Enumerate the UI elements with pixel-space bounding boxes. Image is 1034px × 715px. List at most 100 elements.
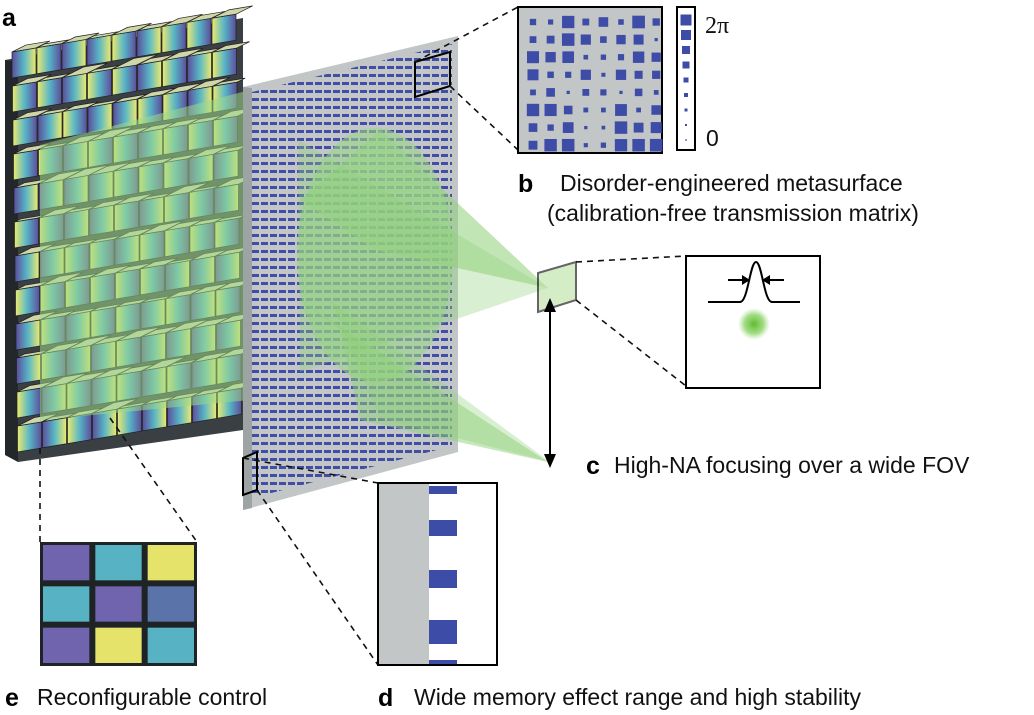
focal-spot: [738, 308, 770, 340]
nanopillar: [580, 34, 591, 45]
slm-pixel-face: [14, 217, 39, 249]
nanopillar: [600, 89, 607, 96]
nanopillar: [527, 69, 539, 81]
nanopillar: [634, 70, 643, 79]
nanopillar: [429, 486, 457, 494]
nanopillar: [615, 104, 627, 116]
nanopillar: [616, 34, 626, 45]
phase-scale-mark: [685, 139, 687, 141]
nanopillar: [529, 18, 537, 26]
nanopillar: [600, 54, 607, 60]
slm-pixel-face: [11, 47, 37, 79]
fwhm-arrows: [728, 275, 784, 285]
nanopillar: [614, 121, 628, 134]
slm-pixel-face: [112, 64, 137, 96]
nanopillar: [583, 54, 589, 60]
slm-pixel-face: [61, 39, 87, 70]
focusing-cones: [297, 128, 550, 462]
nanopillar: [544, 103, 557, 117]
nanopillar: [632, 15, 645, 29]
slm-pixel-face: [136, 26, 162, 58]
nanopillar: [429, 660, 457, 664]
slm-zoom-pixel: [95, 627, 142, 663]
slm-pixel-face: [42, 417, 67, 449]
field-of-view-arrow: [544, 298, 556, 468]
slm-pixel-face: [87, 68, 112, 100]
focal-spot-box: [537, 260, 577, 314]
slm-pixel-face: [37, 111, 63, 143]
focusing-cone-lower: [300, 300, 548, 462]
slm-pixel-face: [12, 115, 38, 147]
slm-pixel-face: [15, 285, 40, 317]
panel-letter-b: b: [518, 170, 533, 198]
nanopillar: [529, 36, 537, 43]
nanopillar: [562, 15, 575, 29]
nanopillar: [429, 570, 457, 588]
nanopillar: [617, 54, 625, 61]
slm-pixel-face: [212, 47, 237, 79]
slm-pixel-face: [17, 421, 42, 453]
nanopillar: [548, 19, 554, 25]
slm-pixel-face: [62, 73, 87, 104]
nanopillar: [545, 52, 556, 63]
slm-pixel-grid: [43, 545, 194, 663]
slm-pixel-face: [111, 30, 137, 62]
nanopillar: [546, 35, 555, 44]
nanopillar: [633, 122, 644, 133]
slm-zoom-pixel: [95, 586, 142, 622]
panel-b-caption-line2: (calibration-free transmission matrix): [547, 200, 919, 226]
slm-zoom-pixel: [147, 545, 194, 581]
nanopillar: [561, 33, 575, 46]
nanopillar: [634, 88, 643, 97]
slm-pixel-face: [15, 319, 41, 351]
nanopillar: [601, 107, 606, 113]
metasurface-glass-edge: [243, 87, 252, 510]
substrate-strip: [379, 484, 429, 664]
slm-zoom-pixel: [43, 545, 90, 581]
panel-letter-d: d: [378, 684, 393, 712]
nanopillar: [566, 90, 570, 95]
phase-scale-mark: [682, 46, 690, 54]
nanopillar: [583, 107, 589, 113]
nanopillar: [651, 52, 661, 62]
nanopillar: [528, 140, 538, 150]
nanopillar-grid: [526, 15, 663, 152]
incident-beam: [40, 90, 250, 420]
panel-d-caption: Wide memory effect range and high stabil…: [414, 684, 862, 710]
nanopillar: [636, 107, 641, 113]
nanopillar: [547, 124, 554, 131]
panel-letter-c: c: [586, 452, 600, 480]
phase-scale-mark: [684, 93, 688, 97]
slm-pixel-face: [13, 183, 39, 215]
nanopillar: [651, 105, 661, 115]
phase-scale-mark: [682, 61, 690, 69]
nanopillar: [582, 88, 590, 96]
nanopillar: [562, 51, 575, 64]
focus-profile-curve: [708, 260, 800, 303]
nanopillar: [601, 72, 606, 77]
slm-pixel-face: [12, 81, 37, 113]
nanopillar-cross-section: [429, 486, 457, 664]
memory-effect-inset: [377, 482, 498, 666]
focus-zoom-inset: [685, 255, 821, 389]
nanopillar: [601, 125, 606, 130]
nanopillar: [653, 90, 659, 95]
nanopillar: [562, 122, 574, 133]
slm-pixel-face: [137, 60, 162, 92]
panel-letter-a: a: [2, 4, 17, 32]
slm-pixel-face: [36, 43, 62, 75]
nanopillar: [650, 122, 662, 134]
slm-pixel-face: [62, 107, 88, 138]
phase-scale-min-label: 0: [706, 125, 719, 151]
nanopillar: [600, 142, 607, 148]
nanopillar: [584, 125, 588, 130]
nanopillar: [614, 139, 628, 152]
nanopillar: [652, 18, 660, 26]
phase-scale-mark: [685, 124, 687, 126]
zoom-connectors: [39, 6, 687, 666]
slm-pixel-face: [16, 353, 41, 385]
slm-pixel-face: [161, 22, 187, 54]
nanopillar: [598, 17, 609, 27]
slm-pixel-face: [67, 413, 92, 444]
nanopillar: [528, 123, 538, 132]
